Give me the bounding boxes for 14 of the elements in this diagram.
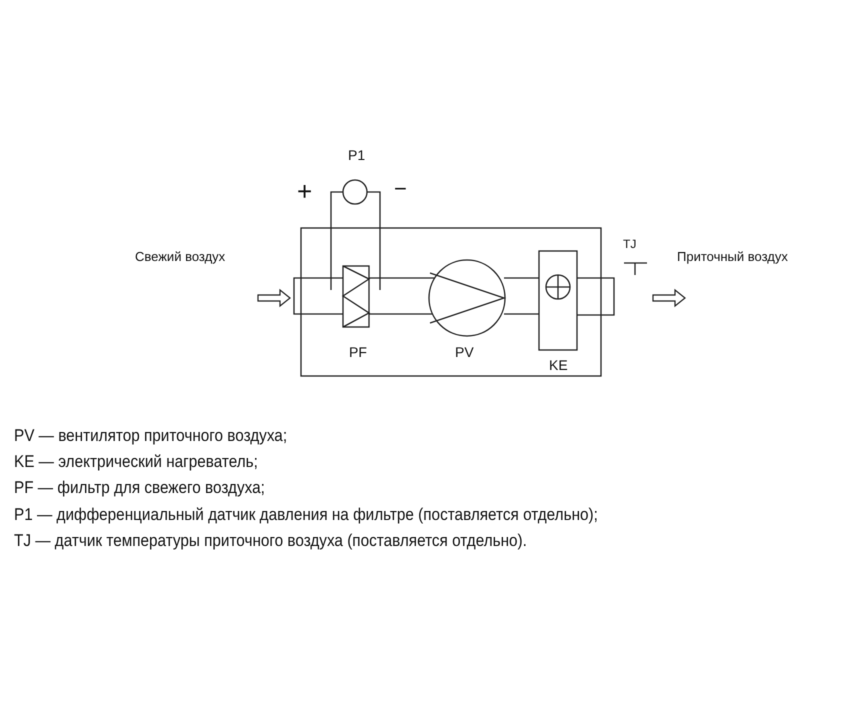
legend-line: PF — фильтр для свежего воздуха; [14,479,265,496]
component-label: PV [455,345,474,359]
sign-label: − [394,178,407,200]
sign-label: + [297,178,312,204]
legend-line: PV — вентилятор приточного воздуха; [14,427,288,444]
component-label: PF [349,345,367,359]
component-label: P1 [348,148,366,162]
legend-line: TJ — датчик температуры приточного воздуха (поставляется отдельно). [14,532,527,549]
outlet-label: Приточный воздух [677,250,788,263]
component-label: TJ [623,238,636,250]
legend-line: KE — электрический нагреватель; [14,453,258,470]
inlet-label: Свежий воздух [135,250,226,263]
legend-line: P1 — дифференциальный датчик давления на фильтре (поставляется отдельно); [14,506,598,523]
component-label: KE [549,358,568,372]
